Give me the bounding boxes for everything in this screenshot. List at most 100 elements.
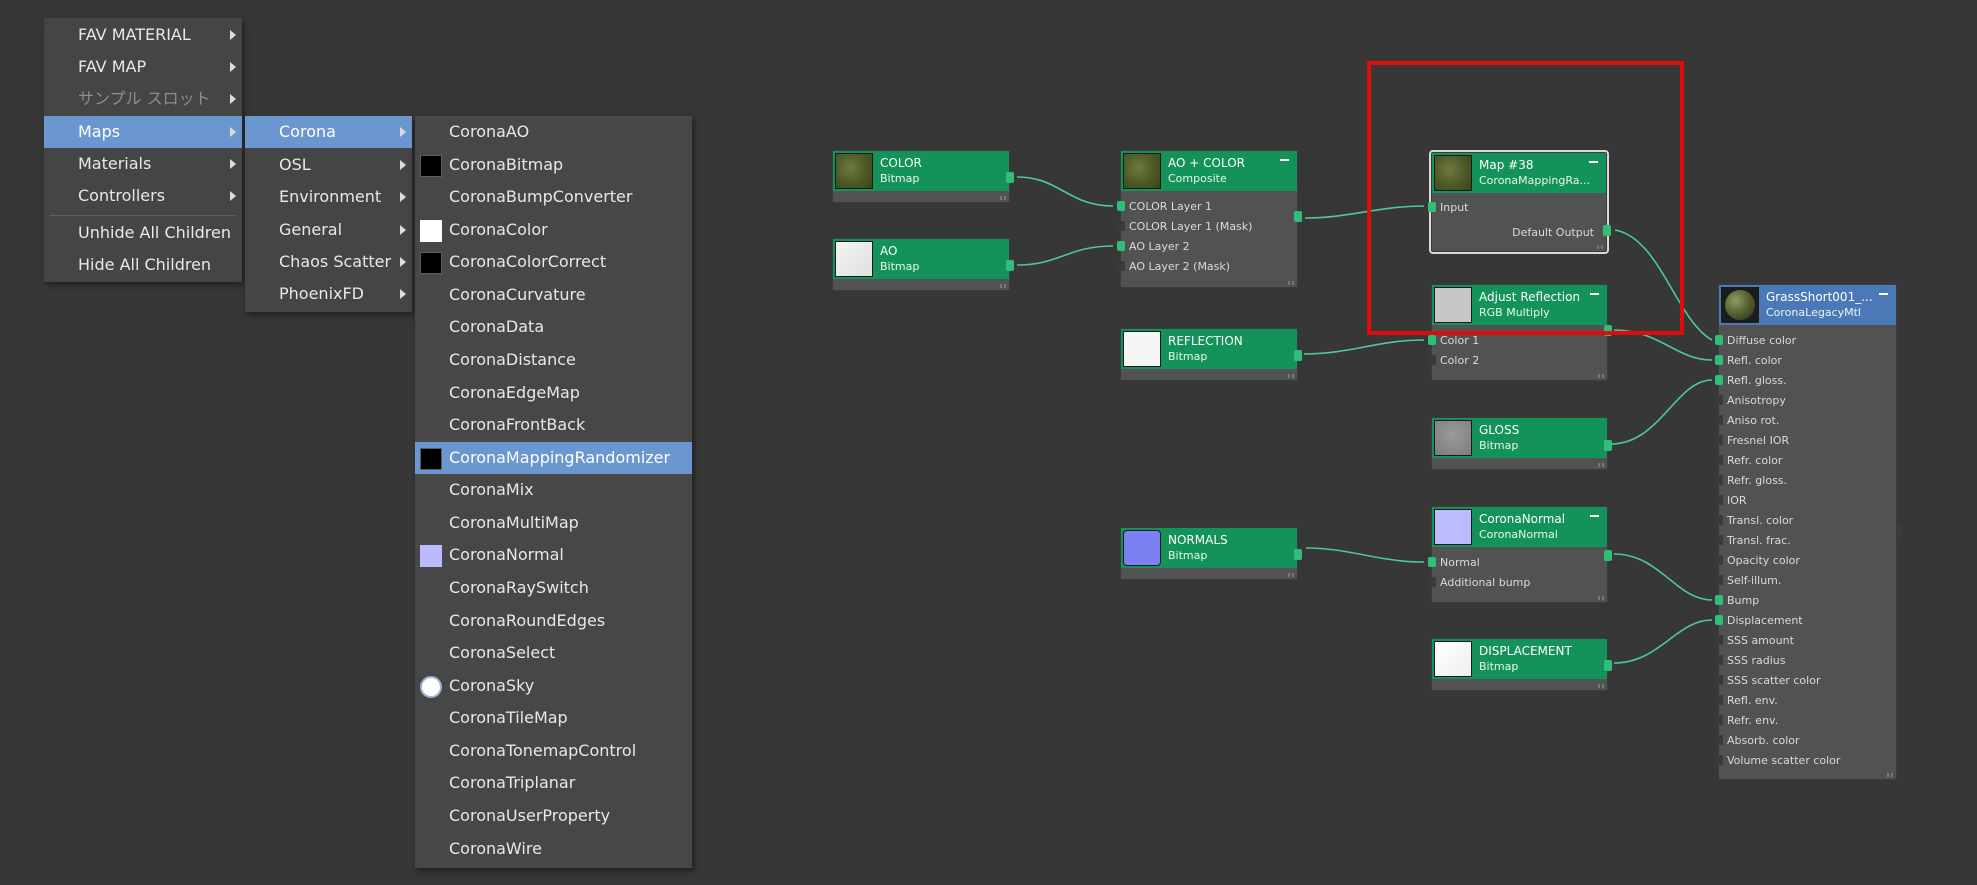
input-socket[interactable] bbox=[1715, 455, 1723, 465]
resize-grip-icon[interactable] bbox=[1288, 374, 1294, 378]
input-socket[interactable] bbox=[1715, 395, 1723, 405]
menu-item-coronaedgemap[interactable]: CoronaEdgeMap bbox=[415, 377, 692, 409]
menu-item-coronaselect[interactable]: CoronaSelect bbox=[415, 637, 692, 669]
menu-item-chaos-scatter[interactable]: Chaos Scatter bbox=[245, 246, 412, 278]
input-socket[interactable] bbox=[1428, 335, 1436, 345]
output-socket[interactable] bbox=[1604, 660, 1612, 671]
node-header[interactable]: AO + COLOR Composite bbox=[1121, 151, 1297, 191]
input-socket[interactable] bbox=[1117, 241, 1125, 251]
input-socket[interactable] bbox=[1715, 495, 1723, 505]
input-socket[interactable] bbox=[1715, 595, 1723, 605]
menu-item-coronacolor[interactable]: CoronaColor bbox=[415, 214, 692, 246]
menu-item-fav-material[interactable]: FAV MATERIAL bbox=[44, 19, 242, 51]
input-socket[interactable] bbox=[1715, 355, 1723, 365]
input-socket[interactable] bbox=[1715, 675, 1723, 685]
output-socket[interactable] bbox=[1603, 225, 1611, 236]
menu-item-coronatonemapcontrol[interactable]: CoronaTonemapControl bbox=[415, 735, 692, 767]
node-header[interactable]: AO Bitmap bbox=[833, 239, 1009, 279]
menu-item-coronaroundedges[interactable]: CoronaRoundEdges bbox=[415, 605, 692, 637]
input-socket[interactable] bbox=[1715, 555, 1723, 565]
node-header[interactable]: NORMALS Bitmap bbox=[1121, 528, 1297, 568]
node-header[interactable]: GrassShort001_... CoronaLegacyMtl bbox=[1719, 285, 1896, 325]
menu-item-controllers[interactable]: Controllers bbox=[44, 180, 242, 212]
input-socket[interactable] bbox=[1117, 221, 1125, 231]
node-header[interactable]: CoronaNormal CoronaNormal bbox=[1432, 507, 1607, 547]
input-socket[interactable] bbox=[1715, 655, 1723, 665]
menu-item-osl[interactable]: OSL bbox=[245, 149, 412, 181]
collapse-icon[interactable] bbox=[1589, 161, 1598, 163]
input-socket[interactable] bbox=[1715, 515, 1723, 525]
menu-item-coronauserproperty[interactable]: CoronaUserProperty bbox=[415, 800, 692, 832]
node-displacement-bitmap[interactable]: DISPLACEMENT Bitmap bbox=[1431, 638, 1612, 691]
input-socket[interactable] bbox=[1715, 575, 1723, 585]
menu-item-corona[interactable]: Corona bbox=[245, 116, 412, 148]
node-normals-bitmap[interactable]: NORMALS Bitmap bbox=[1120, 527, 1302, 580]
menu-item-coronadata[interactable]: CoronaData bbox=[415, 311, 692, 343]
node-gloss-bitmap[interactable]: GLOSS Bitmap bbox=[1431, 417, 1612, 470]
resize-grip-icon[interactable] bbox=[1597, 245, 1603, 249]
input-socket[interactable] bbox=[1715, 475, 1723, 485]
output-socket[interactable] bbox=[1294, 549, 1302, 560]
node-header[interactable]: GLOSS Bitmap bbox=[1432, 418, 1607, 458]
menu-item-coronarayswitch[interactable]: CoronaRaySwitch bbox=[415, 572, 692, 604]
menu-item-coronaao[interactable]: CoronaAO bbox=[415, 116, 692, 148]
resize-grip-icon[interactable] bbox=[1887, 773, 1893, 777]
input-socket[interactable] bbox=[1715, 335, 1723, 345]
output-socket[interactable] bbox=[1604, 440, 1612, 451]
node-color-bitmap[interactable]: COLOR Bitmap bbox=[832, 150, 1014, 203]
node-reflection-bitmap[interactable]: REFLECTION Bitmap bbox=[1120, 328, 1302, 381]
node-map-38-mapping-randomizer[interactable]: Map #38 CoronaMappingRa... Input Default… bbox=[1428, 150, 1611, 254]
input-socket[interactable] bbox=[1715, 735, 1723, 745]
collapse-icon[interactable] bbox=[1280, 159, 1289, 161]
input-socket[interactable] bbox=[1715, 435, 1723, 445]
menu-item-hide-all-children[interactable]: Hide All Children bbox=[44, 249, 242, 281]
resize-grip-icon[interactable] bbox=[1288, 281, 1294, 285]
menu-item-coronamix[interactable]: CoronaMix bbox=[415, 474, 692, 506]
input-socket[interactable] bbox=[1117, 201, 1125, 211]
menu-item-coronabumpconverter[interactable]: CoronaBumpConverter bbox=[415, 181, 692, 213]
menu-item-sample-slot[interactable]: サンプル スロット bbox=[44, 83, 242, 115]
input-socket[interactable] bbox=[1715, 715, 1723, 725]
collapse-icon[interactable] bbox=[1590, 515, 1599, 517]
menu-item-coronanormal[interactable]: CoronaNormal bbox=[415, 539, 692, 571]
node-grass-material[interactable]: GrassShort001_... CoronaLegacyMtl Diffus… bbox=[1715, 284, 1903, 780]
input-socket[interactable] bbox=[1715, 375, 1723, 385]
menu-item-phoenixfd[interactable]: PhoenixFD bbox=[245, 278, 412, 310]
menu-item-coronatilemap[interactable]: CoronaTileMap bbox=[415, 702, 692, 734]
input-socket[interactable] bbox=[1117, 261, 1125, 271]
resize-grip-icon[interactable] bbox=[1000, 284, 1006, 288]
input-socket[interactable] bbox=[1715, 695, 1723, 705]
input-socket[interactable] bbox=[1715, 635, 1723, 645]
menu-item-coronadistance[interactable]: CoronaDistance bbox=[415, 344, 692, 376]
resize-grip-icon[interactable] bbox=[1598, 463, 1604, 467]
output-socket[interactable] bbox=[1604, 550, 1612, 561]
menu-item-environment[interactable]: Environment bbox=[245, 181, 412, 213]
input-socket[interactable] bbox=[1428, 355, 1436, 365]
menu-item-materials[interactable]: Materials bbox=[44, 148, 242, 180]
menu-item-coronamappingrandomizer[interactable]: CoronaMappingRandomizer bbox=[415, 442, 692, 474]
collapse-icon[interactable] bbox=[1590, 293, 1599, 295]
menu-item-coronafrontback[interactable]: CoronaFrontBack bbox=[415, 409, 692, 441]
input-socket[interactable] bbox=[1715, 415, 1723, 425]
menu-item-coronamultimap[interactable]: CoronaMultiMap bbox=[415, 507, 692, 539]
collapse-icon[interactable] bbox=[1879, 293, 1888, 295]
output-socket[interactable] bbox=[1006, 172, 1014, 183]
input-socket[interactable] bbox=[1715, 535, 1723, 545]
menu-item-general[interactable]: General bbox=[245, 214, 412, 246]
input-socket[interactable] bbox=[1428, 202, 1436, 212]
input-socket[interactable] bbox=[1715, 615, 1723, 625]
menu-item-coronatriplanar[interactable]: CoronaTriplanar bbox=[415, 767, 692, 799]
menu-item-maps[interactable]: Maps bbox=[44, 116, 242, 148]
node-header[interactable]: COLOR Bitmap bbox=[833, 151, 1009, 191]
menu-item-coronabitmap[interactable]: CoronaBitmap bbox=[415, 149, 692, 181]
node-header[interactable]: Map #38 CoronaMappingRa... bbox=[1432, 153, 1606, 193]
node-header[interactable]: Adjust Reflection RGB Multiply bbox=[1432, 285, 1607, 325]
node-ao-color-composite[interactable]: AO + COLOR Composite COLOR Layer 1 COLOR… bbox=[1117, 150, 1302, 288]
resize-grip-icon[interactable] bbox=[1000, 196, 1006, 200]
node-header[interactable]: DISPLACEMENT Bitmap bbox=[1432, 639, 1607, 679]
resize-grip-icon[interactable] bbox=[1598, 596, 1604, 600]
input-socket[interactable] bbox=[1428, 577, 1436, 587]
menu-item-coronacurvature[interactable]: CoronaCurvature bbox=[415, 279, 692, 311]
output-socket[interactable] bbox=[1604, 325, 1612, 336]
node-ao-bitmap[interactable]: AO Bitmap bbox=[832, 238, 1014, 291]
